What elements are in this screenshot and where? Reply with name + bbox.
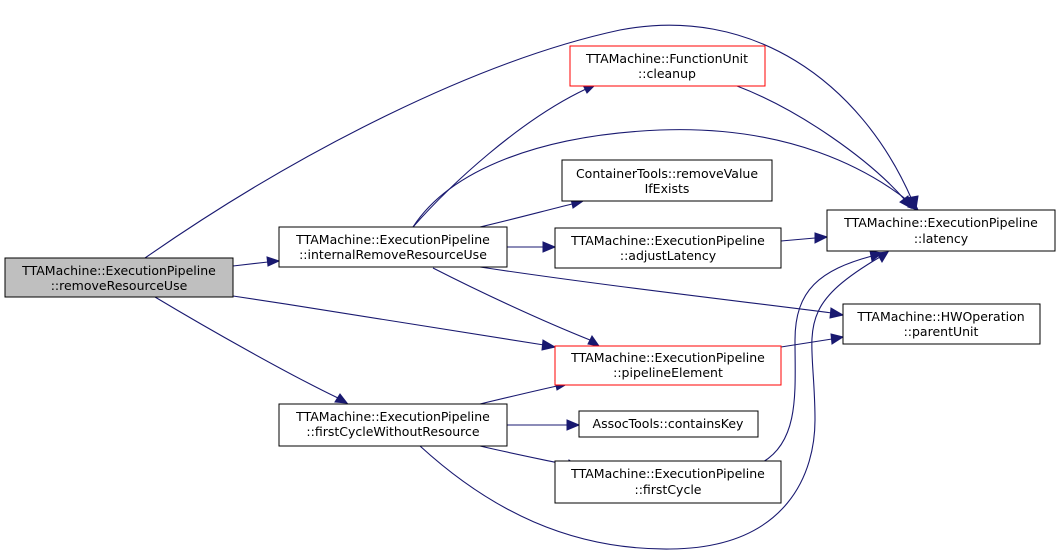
node-internalRemoveResourceUse-line1: TTAMachine::ExecutionPipeline bbox=[295, 232, 490, 247]
node-removeValueIfExists[interactable]: ContainerTools::removeValue IfExists bbox=[561, 159, 773, 202]
node-internalRemoveResourceUse[interactable]: TTAMachine::ExecutionPipeline ::internal… bbox=[278, 226, 508, 268]
node-latency-line1: TTAMachine::ExecutionPipeline bbox=[843, 215, 1038, 230]
call-nodes: TTAMachine::ExecutionPipeline ::removeRe… bbox=[4, 45, 1056, 504]
edge-removeResourceUse-to-latency bbox=[144, 24, 919, 259]
node-firstCycle-line2: ::firstCycle bbox=[634, 482, 701, 497]
node-firstCycleWithoutResource[interactable]: TTAMachine::ExecutionPipeline ::firstCyc… bbox=[278, 403, 508, 447]
edge-cleanup-to-latency bbox=[736, 85, 912, 209]
edge-internalRemoveResourceUse-to-removeValueIfExists bbox=[479, 198, 585, 228]
edge-removeResourceUse-to-internalRemoveResourceUse bbox=[232, 256, 281, 267]
node-removeResourceUse-line2: ::removeResourceUse bbox=[51, 278, 188, 293]
node-removeResourceUse-line1: TTAMachine::ExecutionPipeline bbox=[21, 263, 216, 278]
edge-firstCycleWithoutResource-to-containsKey bbox=[507, 419, 581, 431]
node-firstCycleWithoutResource-line2: ::firstCycleWithoutResource bbox=[306, 424, 479, 439]
node-adjustLatency[interactable]: TTAMachine::ExecutionPipeline ::adjustLa… bbox=[554, 227, 782, 269]
edge-internalRemoveResourceUse-to-cleanup bbox=[412, 84, 597, 228]
node-cleanup[interactable]: TTAMachine::FunctionUnit ::cleanup bbox=[569, 45, 766, 87]
edge-pipelineElement-to-parentUnit bbox=[780, 333, 845, 348]
node-firstCycle-line1: TTAMachine::ExecutionPipeline bbox=[570, 466, 765, 481]
edge-firstCycle-to-latency bbox=[762, 250, 884, 463]
node-parentUnit[interactable]: TTAMachine::HWOperation ::parentUnit bbox=[842, 303, 1041, 345]
node-internalRemoveResourceUse-line2: ::internalRemoveResourceUse bbox=[299, 247, 487, 262]
edge-removeResourceUse-to-firstCycleWithoutResource bbox=[154, 296, 349, 404]
node-removeValueIfExists-line2: IfExists bbox=[645, 181, 690, 196]
node-cleanup-line2: ::cleanup bbox=[638, 66, 696, 81]
node-adjustLatency-line1: TTAMachine::ExecutionPipeline bbox=[570, 233, 765, 248]
call-edges bbox=[144, 24, 919, 550]
node-pipelineElement-line1: TTAMachine::ExecutionPipeline bbox=[570, 350, 765, 365]
edge-internalRemoveResourceUse-to-pipelineElement bbox=[432, 267, 601, 347]
node-firstCycleWithoutResource-line1: TTAMachine::ExecutionPipeline bbox=[295, 409, 490, 424]
node-adjustLatency-line2: ::adjustLatency bbox=[620, 248, 717, 263]
node-latency[interactable]: TTAMachine::ExecutionPipeline ::latency bbox=[826, 209, 1056, 252]
edge-removeResourceUse-to-pipelineElement bbox=[232, 295, 557, 351]
node-pipelineElement[interactable]: TTAMachine::ExecutionPipeline ::pipeline… bbox=[554, 345, 782, 386]
edge-adjustLatency-to-latency bbox=[780, 232, 829, 244]
node-pipelineElement-line2: ::pipelineElement bbox=[613, 365, 723, 380]
node-containsKey-line1: AssocTools::containsKey bbox=[593, 416, 744, 431]
node-removeValueIfExists-line1: ContainerTools::removeValue bbox=[576, 166, 758, 181]
edge-internalRemoveResourceUse-to-parentUnit bbox=[479, 266, 845, 319]
edge-internalRemoveResourceUse-to-adjustLatency bbox=[507, 241, 557, 253]
node-containsKey[interactable]: AssocTools::containsKey bbox=[578, 410, 759, 438]
node-firstCycle[interactable]: TTAMachine::ExecutionPipeline ::firstCyc… bbox=[554, 460, 782, 504]
edge-firstCycleWithoutResource-to-pipelineElement bbox=[479, 380, 569, 405]
node-removeResourceUse[interactable]: TTAMachine::ExecutionPipeline ::removeRe… bbox=[4, 257, 234, 298]
node-parentUnit-line1: TTAMachine::HWOperation bbox=[856, 309, 1024, 324]
node-parentUnit-line2: ::parentUnit bbox=[904, 324, 979, 339]
node-cleanup-line1: TTAMachine::FunctionUnit bbox=[585, 51, 748, 66]
node-latency-line2: ::latency bbox=[914, 231, 969, 246]
